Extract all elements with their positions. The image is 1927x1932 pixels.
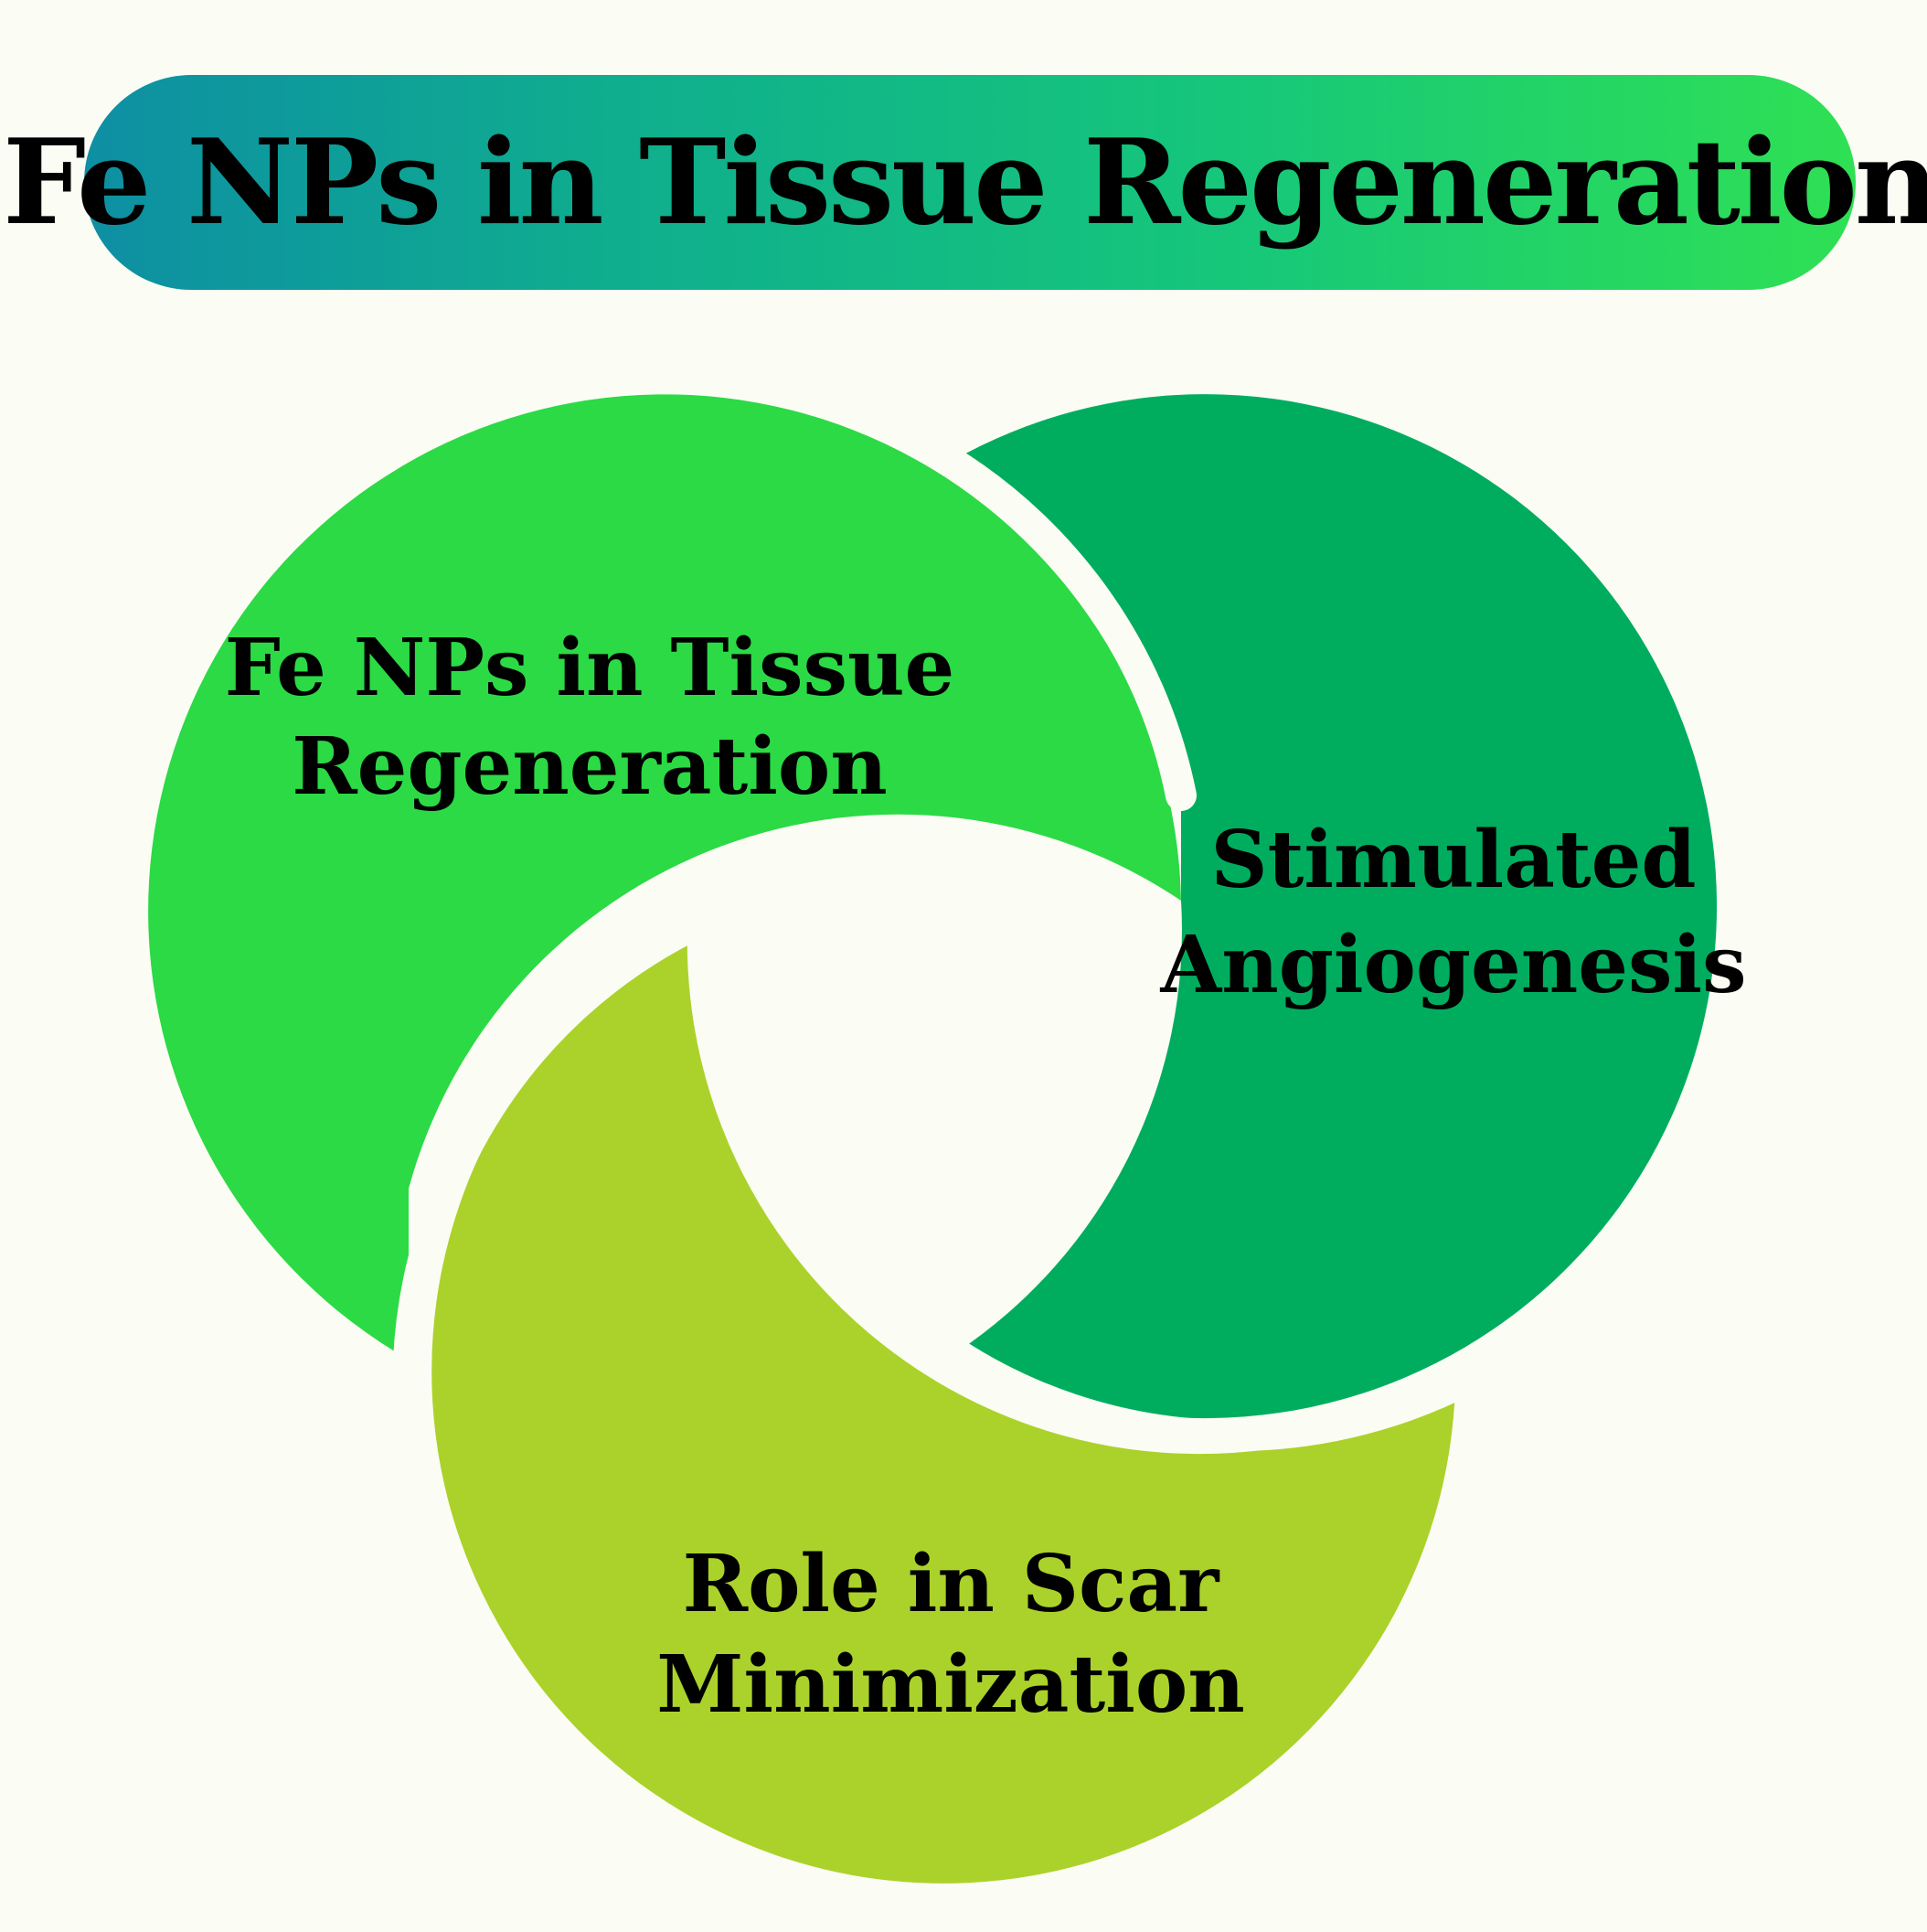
label-scar-line1: Role in Scar [683,1538,1220,1630]
label-scar-line2: Minimization [656,1638,1245,1731]
separator-gap-3 [946,1340,1463,1452]
separator-gap-2 [393,913,695,1361]
label-tissue-line2: Regeneration [292,720,888,813]
separator-gap-1 [935,446,1197,811]
title-banner: Fe NPs in Tissue Regeneration [3,75,1927,290]
page-title: Fe NPs in Tissue Regeneration [3,113,1927,251]
segment-tissue-regeneration [148,394,1181,1361]
label-tissue-line1: Fe NPs in Tissue [225,622,955,714]
label-angiogenesis-line1: Stimulated [1211,814,1697,906]
label-angiogenesis-line2: Angiogenesis [1159,919,1746,1011]
segment-scar-minimization [431,928,1456,1884]
